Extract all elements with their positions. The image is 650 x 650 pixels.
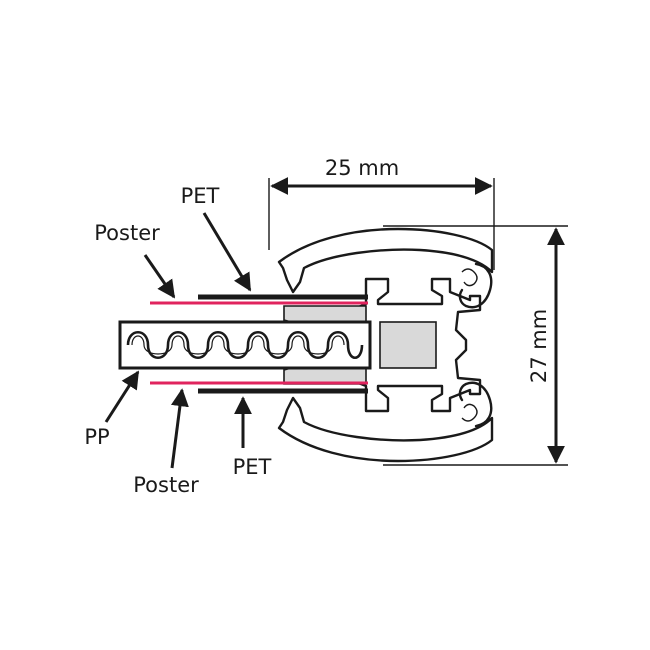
profile-top-clip	[461, 268, 478, 287]
pp-label: PP	[84, 425, 109, 449]
label-pet-top: PET	[181, 184, 252, 292]
pet-bottom-label: PET	[233, 455, 272, 479]
poster-top-label: Poster	[94, 221, 160, 245]
poster-bottom-arrow	[170, 388, 189, 469]
profile-bottom-clip	[461, 403, 478, 422]
label-pet-bottom: PET	[233, 396, 272, 479]
label-pp: PP	[84, 370, 140, 449]
pp-board-flutes-inner	[131, 335, 345, 355]
pet-top-arrow	[202, 212, 252, 292]
height-dimension: 27 mm	[383, 225, 568, 466]
pp-arrow	[104, 370, 140, 423]
pp-board	[118, 320, 372, 370]
label-poster-top: Poster	[94, 221, 176, 299]
aluminium-profile	[277, 227, 494, 463]
profile-bottom-arm	[277, 396, 494, 463]
pet-top-label: PET	[181, 184, 220, 208]
label-poster-bottom: Poster	[133, 388, 199, 497]
profile-top-arm	[277, 227, 494, 294]
profile-inner-channel	[379, 321, 437, 369]
profile-base	[354, 277, 482, 413]
poster-top-arrow	[143, 254, 176, 299]
width-dimension: 25 mm	[268, 156, 495, 270]
width-dimension-label: 25 mm	[325, 156, 399, 180]
poster-bottom-label: Poster	[133, 473, 199, 497]
pp-board-flutes	[126, 330, 364, 360]
height-dimension-label: 27 mm	[527, 309, 551, 383]
